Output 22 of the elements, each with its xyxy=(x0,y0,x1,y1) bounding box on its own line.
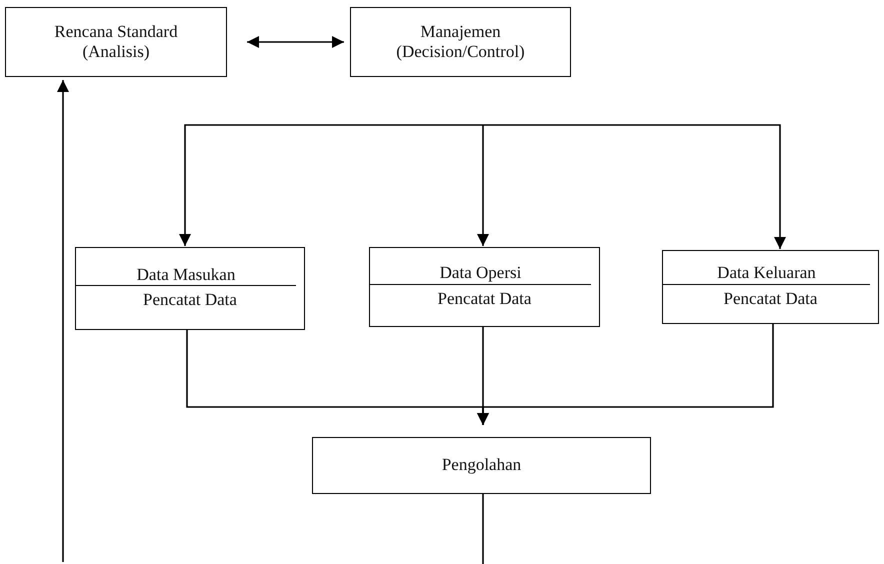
arrow xyxy=(483,124,786,249)
process-box xyxy=(350,7,571,77)
box-label: Pencatat Data xyxy=(724,288,818,310)
arrow xyxy=(247,36,344,48)
box-title: Data Opersi xyxy=(370,259,591,284)
box-label: Pencatat Data xyxy=(143,289,237,311)
process-box xyxy=(75,247,305,330)
arrow xyxy=(477,324,774,425)
arrow xyxy=(477,125,489,246)
arrow xyxy=(57,80,69,562)
box-label: Manajemen (Decision/Control) xyxy=(395,22,526,62)
process-box xyxy=(662,250,879,324)
box-title: Data Masukan xyxy=(76,260,296,286)
process-box xyxy=(369,247,600,327)
box-label: Pengolahan xyxy=(442,455,522,476)
box-label: Pencatat Data xyxy=(438,288,532,310)
process-box xyxy=(312,437,651,494)
arrow xyxy=(179,124,483,246)
box-label: Rencana Standard (Analisis) xyxy=(53,22,179,62)
box-title: Data Keluaran xyxy=(663,259,870,284)
connector-line xyxy=(482,494,484,564)
process-box xyxy=(5,7,227,77)
